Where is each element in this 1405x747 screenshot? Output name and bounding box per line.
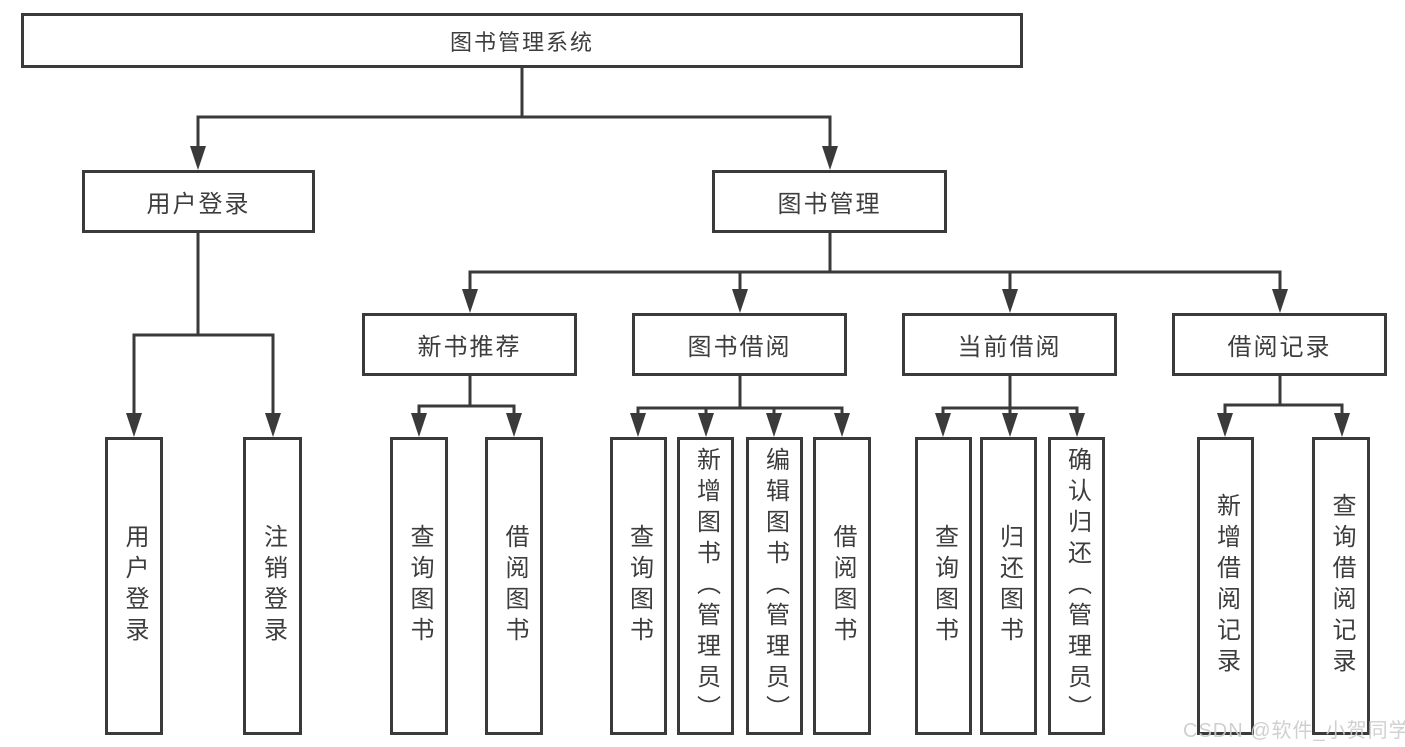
leaf-current-query-books: 查询图书 xyxy=(915,437,972,735)
node-current-borrowing-label: 当前借阅 xyxy=(957,334,1062,361)
node-book-borrowing: 图书借阅 xyxy=(632,313,847,376)
leaf-borrowing-borrow-books-label: 借阅图书 xyxy=(829,524,856,648)
leaf-add-borrow-record-label: 新增借阅记录 xyxy=(1212,493,1240,679)
leaf-recommend-query-books: 查询图书 xyxy=(390,437,448,735)
leaf-logout-label: 注销登录 xyxy=(259,524,287,648)
leaf-add-borrow-record: 新增借阅记录 xyxy=(1197,437,1254,735)
node-book-management: 图书管理 xyxy=(712,170,947,233)
leaf-logout: 注销登录 xyxy=(243,437,302,735)
leaf-query-borrow-record-label: 查询借阅记录 xyxy=(1328,493,1355,679)
leaf-confirm-return-admin: 确认归还（管理员） xyxy=(1048,437,1105,735)
node-library-system-root: 图书管理系统 xyxy=(21,13,1023,68)
leaf-current-query-books-label: 查询图书 xyxy=(930,524,958,648)
leaf-recommend-borrow-books: 借阅图书 xyxy=(485,437,543,735)
node-current-borrowing: 当前借阅 xyxy=(902,313,1117,376)
node-book-borrowing-label: 图书借阅 xyxy=(687,334,792,361)
leaf-recommend-query-books-label: 查询图书 xyxy=(406,524,433,648)
node-new-book-recommendation-label: 新书推荐 xyxy=(417,334,522,361)
node-book-management-label: 图书管理 xyxy=(777,191,882,218)
leaf-edit-books-admin-label: 编辑图书（管理员） xyxy=(761,446,789,726)
csdn-watermark: CSDN @软件_小贺同学 xyxy=(1183,720,1405,742)
node-borrowing-records: 借阅记录 xyxy=(1172,313,1387,376)
leaf-confirm-return-admin-label: 确认归还（管理员） xyxy=(1063,446,1091,726)
node-borrowing-records-label: 借阅记录 xyxy=(1227,334,1332,361)
leaf-user-login: 用户登录 xyxy=(105,437,163,735)
leaf-query-borrow-record: 查询借阅记录 xyxy=(1312,437,1370,735)
leaf-borrowing-borrow-books: 借阅图书 xyxy=(813,437,871,735)
leaf-recommend-borrow-books-label: 借阅图书 xyxy=(501,524,528,648)
leaf-user-login-label: 用户登录 xyxy=(121,524,148,648)
leaf-add-books-admin-label: 新增图书（管理员） xyxy=(692,446,720,726)
leaf-return-books: 归还图书 xyxy=(980,437,1037,735)
node-user-login: 用户登录 xyxy=(82,170,315,233)
node-user-login-label: 用户登录 xyxy=(146,191,251,218)
node-library-system-root-label: 图书管理系统 xyxy=(449,29,594,55)
node-new-book-recommendation: 新书推荐 xyxy=(362,313,577,376)
leaf-edit-books-admin: 编辑图书（管理员） xyxy=(746,437,803,735)
leaf-borrowing-query-books: 查询图书 xyxy=(610,437,667,735)
leaf-add-books-admin: 新增图书（管理员） xyxy=(677,437,734,735)
leaf-borrowing-query-books-label: 查询图书 xyxy=(625,524,653,648)
leaf-return-books-label: 归还图书 xyxy=(995,524,1023,648)
